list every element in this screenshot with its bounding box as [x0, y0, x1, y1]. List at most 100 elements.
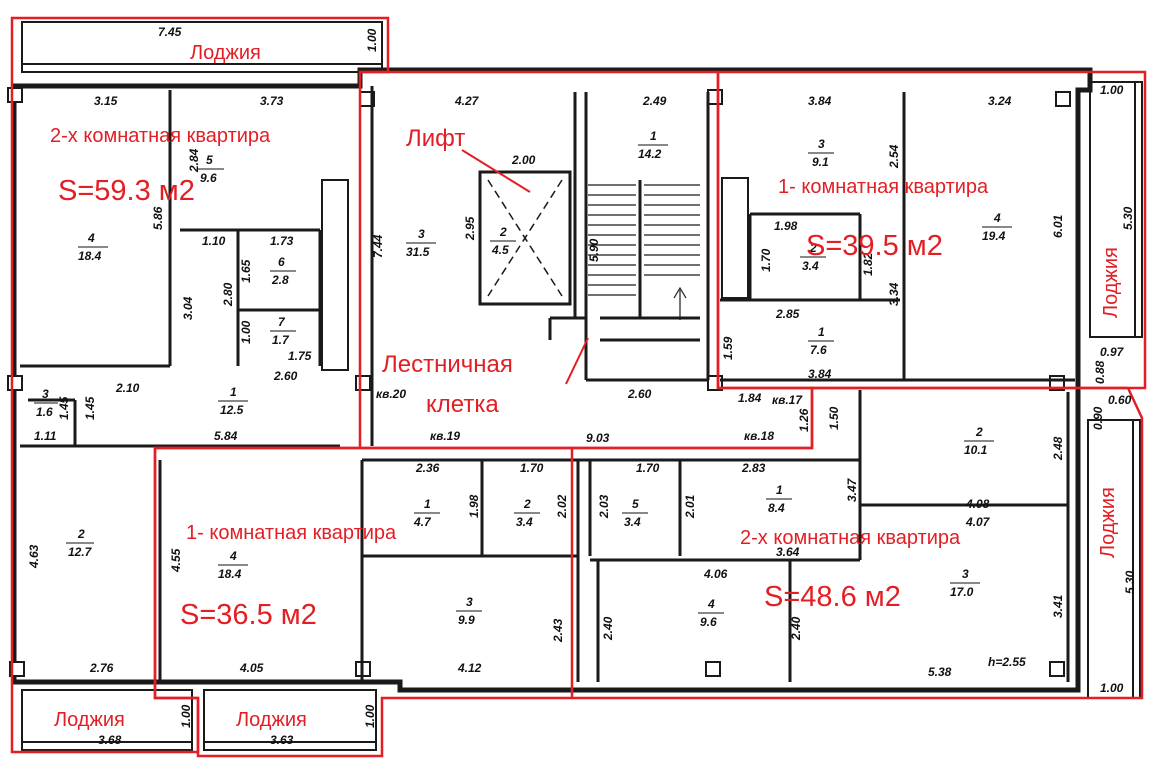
room-number: 4 — [87, 231, 95, 245]
room-number: 2 — [523, 497, 531, 511]
room-number: 4 — [707, 597, 715, 611]
dim: 1.73 — [270, 234, 294, 248]
room-number: 5 — [206, 153, 213, 167]
outline-apt-se — [572, 386, 1144, 700]
room-number: 1 — [230, 385, 237, 399]
dim: 5.86 — [151, 206, 165, 230]
room-number: 1 — [776, 483, 783, 497]
apartment-area-label: S=59.3 м2 — [58, 175, 195, 207]
room-area: 7.6 — [810, 343, 827, 357]
lift-shaft-cross — [487, 179, 563, 297]
dim: 5.30 — [1121, 206, 1135, 230]
room-ne-3: 3 9.1 — [808, 137, 834, 169]
dim: 3.84 — [808, 94, 832, 108]
apartment-type-label: 2-х комнатная квартира — [740, 527, 961, 549]
dim: 0.88 — [1093, 360, 1107, 384]
stairwell-leader-line — [565, 337, 589, 385]
dim: 9.03 — [586, 431, 610, 445]
dim: 0.90 — [1091, 406, 1105, 430]
room-number: 1 — [650, 129, 657, 143]
ceiling-height-label: h=2.55 — [988, 655, 1026, 669]
dim: 5.90 — [587, 238, 601, 262]
room-area: 2.8 — [271, 273, 289, 287]
room-number: 2 — [77, 527, 85, 541]
room-number: 3 — [466, 595, 473, 609]
room-lift-2: 2 4.5 — [490, 225, 516, 257]
outline-apt-sw — [153, 446, 574, 758]
dim: 1.75 — [288, 349, 312, 363]
dim: 7.44 — [371, 234, 385, 258]
loggia-frame-sw-2 — [203, 689, 377, 751]
dim: 2.03 — [597, 494, 611, 519]
apartment-type-label: 2-х комнатная квартира — [50, 125, 271, 147]
room-number: 2 — [809, 241, 817, 255]
dim: 1.70 — [759, 248, 773, 272]
dim: 1.70 — [636, 461, 660, 475]
room-number: 3 — [962, 567, 969, 581]
dim: 3.63 — [270, 733, 294, 747]
dim: 1.84 — [738, 391, 762, 405]
room-number: 2 — [975, 425, 983, 439]
room-number: 3 — [418, 227, 425, 241]
apartment-type-label: 1- комнатная квартира — [778, 176, 989, 198]
dim: 3.15 — [94, 94, 118, 108]
room-area: 4.7 — [413, 515, 432, 529]
dim: 4.12 — [457, 661, 482, 675]
room-area: 18.4 — [78, 249, 102, 263]
room-area: 12.7 — [68, 545, 93, 559]
dim: 3.47 — [845, 477, 859, 502]
apartment-area-label: S=48.6 м2 — [764, 581, 901, 613]
dim: 2.85 — [775, 307, 800, 321]
room-number: 1 — [818, 325, 825, 339]
apartment-number-label: кв.19 — [430, 429, 460, 443]
room-number: 4 — [229, 549, 237, 563]
dim: 1.00 — [239, 320, 253, 344]
room-number: 2 — [499, 225, 507, 239]
dim: 1.50 — [827, 406, 841, 430]
dim: 1.65 — [239, 259, 253, 283]
loggia-label: Лоджия — [54, 709, 125, 731]
dim: 2.60 — [273, 369, 298, 383]
apartment-area-label: S=36.5 м2 — [180, 599, 317, 631]
room-number: 4 — [993, 211, 1001, 225]
dim: 2.00 — [511, 153, 536, 167]
loggia-frame-e-top — [1089, 81, 1143, 338]
lift-leader-line — [461, 149, 531, 193]
dim: 1.26 — [797, 408, 811, 432]
room-area: 9.9 — [458, 613, 475, 627]
room-sw-2: 2 12.7 — [66, 527, 94, 559]
room-nw-6: 6 2.8 — [270, 255, 296, 287]
dim: 1.00 — [1100, 83, 1124, 97]
dim: 1.45 — [57, 396, 71, 420]
room-ne-4: 4 19.4 — [982, 211, 1012, 243]
dim: 4.63 — [27, 544, 41, 569]
room-area: 17.0 — [950, 585, 974, 599]
dim: 1.10 — [202, 234, 226, 248]
dim: 3.73 — [260, 94, 284, 108]
dim: 2.95 — [463, 216, 477, 241]
room-labels: 5 9.6 4 18.4 6 2.8 7 1.7 3 1.6 1 12.5 — [34, 129, 1026, 669]
dim: 4.55 — [169, 548, 183, 573]
room-se-5: 5 3.4 — [622, 497, 648, 529]
room-area: 8.4 — [768, 501, 785, 515]
room-sw-4: 4 18.4 — [218, 549, 248, 581]
apartment-outlines — [10, 16, 1147, 758]
room-area: 12.5 — [220, 403, 244, 417]
room-area: 4.5 — [491, 243, 509, 257]
dim: 0.97 — [1100, 345, 1125, 359]
dim: 0.60 — [1108, 393, 1132, 407]
dim: 3.64 — [776, 545, 800, 559]
dim: 1.98 — [467, 494, 481, 518]
room-ne-2: 2 3.4 — [800, 241, 826, 273]
room-number: 7 — [278, 315, 286, 329]
dim: 2.54 — [887, 144, 901, 169]
dim: 3.41 — [1051, 594, 1065, 618]
room-nw-4: 4 18.4 — [78, 231, 108, 263]
dim: 1.70 — [520, 461, 544, 475]
apartment-number-label: кв.20 — [376, 387, 406, 401]
dim: 2.36 — [415, 461, 440, 475]
dim: 3.04 — [181, 296, 195, 320]
dim: 2.84 — [187, 148, 201, 173]
dim: 2.02 — [555, 494, 569, 519]
